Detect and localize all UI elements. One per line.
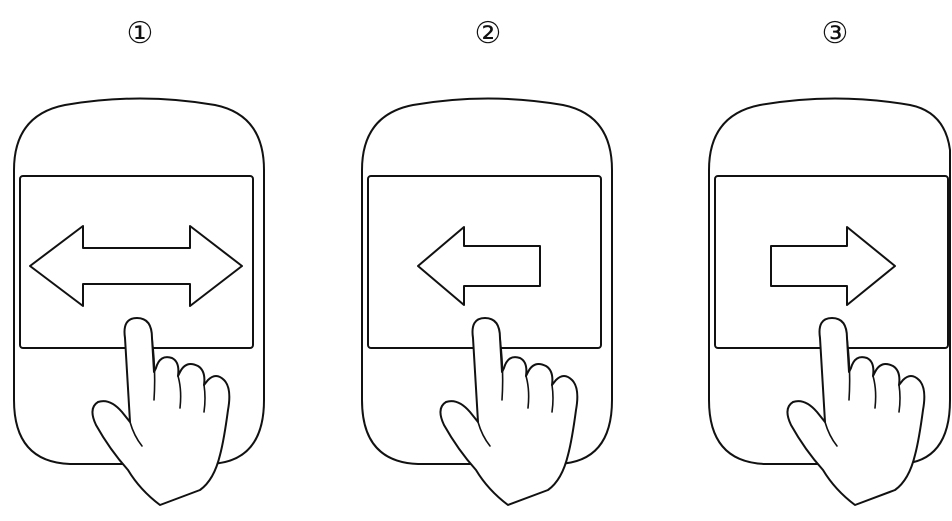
device-3: [705, 0, 952, 521]
step-3-panel: ③: [705, 0, 952, 521]
device-2: [358, 0, 618, 521]
step-2-panel: ②: [358, 0, 618, 521]
device-1: [10, 0, 270, 521]
step-1-panel: ①: [10, 0, 270, 521]
